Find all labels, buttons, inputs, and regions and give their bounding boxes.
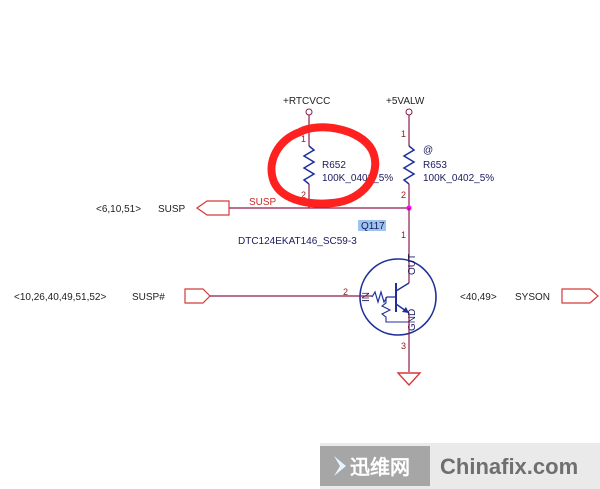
- q117-out-label: OUT: [407, 254, 418, 275]
- r653-pin1: 1: [401, 129, 406, 139]
- q117-emitter-arrow: [402, 307, 409, 313]
- r653-zigzag: [402, 145, 416, 185]
- watermark-logo-icon: [334, 456, 346, 476]
- susp-offpage-connector[interactable]: [195, 200, 230, 216]
- q117-ref: Q117: [361, 221, 385, 232]
- r653-pin2: 2: [401, 190, 406, 200]
- r652-ref: R652: [322, 160, 346, 171]
- susp-wire-label: SUSP: [249, 197, 277, 208]
- annotation-circle: [267, 123, 380, 208]
- q117-base-resistor: [371, 289, 396, 305]
- syson-offpage-connector[interactable]: [561, 288, 599, 304]
- r653-ref: R653: [423, 160, 447, 171]
- susp-n-offpage-connector[interactable]: [184, 288, 211, 304]
- valw-terminal: [405, 108, 413, 116]
- susp-n-page-refs: <10,26,40,49,51,52>: [14, 292, 106, 303]
- susp-n-net: SUSP# <10,26,40,49,51,52>: [14, 288, 372, 304]
- r653-value: 100K_0402_5%: [423, 173, 494, 184]
- r652-pin1: 1: [301, 134, 306, 144]
- watermark-brand-cn: 迅维网: [350, 455, 410, 479]
- q117-part: DTC124EKAT146_SC59-3: [238, 236, 357, 247]
- susp-page-refs: <6,10,51>: [96, 204, 141, 215]
- syson-net: <40,49> SYSON: [460, 288, 599, 304]
- r653-marker: @: [423, 145, 433, 156]
- q117-pin3: 3: [401, 341, 406, 351]
- syson-net-name: SYSON: [515, 292, 550, 303]
- r652-zigzag: [302, 145, 316, 185]
- rtcvcc-rail: +RTCVCC: [283, 96, 330, 116]
- ground-symbol: [396, 372, 422, 387]
- resistor-r652[interactable]: 1 2 R652 100K_0402_5%: [301, 115, 393, 208]
- rtcvcc-terminal: [305, 108, 313, 116]
- q117-pin2: 2: [343, 287, 348, 297]
- q117-gnd-label: GND: [407, 309, 418, 331]
- watermark: 迅维网 Chinafix.com: [320, 443, 600, 489]
- q117-ref-highlight: [358, 220, 386, 231]
- r652-pin2: 2: [301, 190, 306, 200]
- watermark-cn-bg: [320, 446, 430, 486]
- transistor-q117[interactable]: Q117 DTC124EKAT146_SC59-3 1 OUT IN GND 3…: [238, 208, 437, 372]
- syson-page-refs: <40,49>: [460, 292, 497, 303]
- q117-be-resistor: [380, 297, 409, 323]
- valw-label: +5VALW: [386, 96, 425, 107]
- q117-pin1: 1: [401, 230, 406, 240]
- r652-value: 100K_0402_5%: [322, 173, 393, 184]
- resistor-r653[interactable]: 1 2 @ R653 100K_0402_5%: [401, 115, 494, 208]
- rtcvcc-label: +RTCVCC: [283, 96, 330, 107]
- watermark-brand-en: Chinafix.com: [440, 454, 578, 479]
- susp-net: SUSP SUSP <6,10,51>: [96, 197, 412, 216]
- q117-in-label: IN: [361, 292, 372, 302]
- q117-body: [359, 258, 437, 336]
- susp-n-net-name: SUSP#: [132, 292, 165, 303]
- susp-net-name: SUSP: [158, 204, 186, 215]
- valw-rail: +5VALW: [386, 96, 425, 116]
